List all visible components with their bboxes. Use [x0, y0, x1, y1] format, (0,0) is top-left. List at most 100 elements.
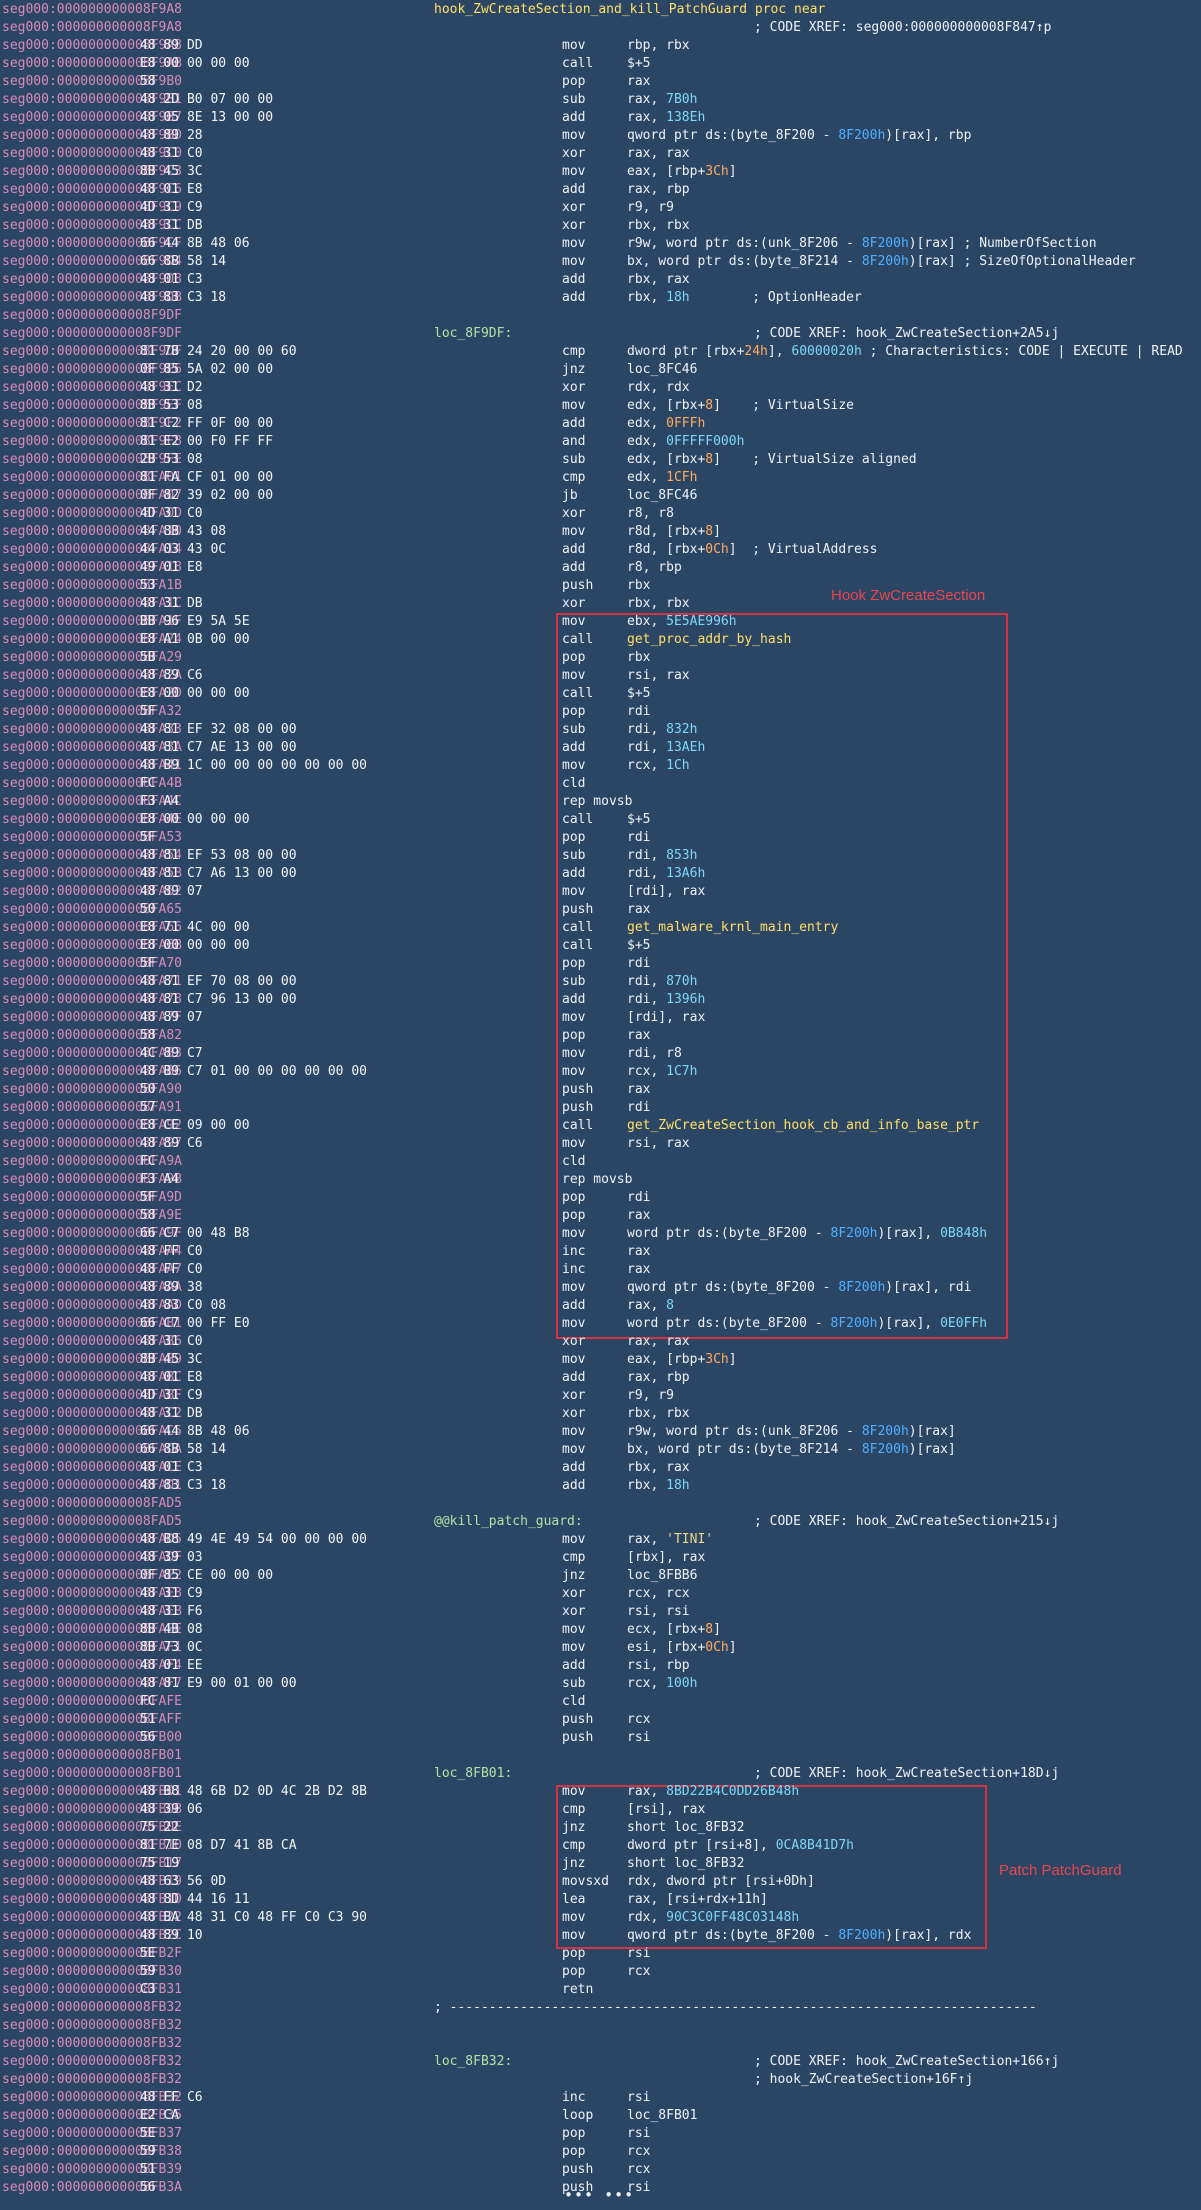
- operands[interactable]: rdi, 13AEh: [627, 740, 706, 755]
- operands[interactable]: rdi, 1396h: [627, 992, 706, 1007]
- address[interactable]: seg000:000000000008FAC2: [2, 1406, 183, 1421]
- operands[interactable]: rbx, 18h: [627, 1478, 690, 1493]
- address[interactable]: seg000:000000000008FABC: [2, 1370, 183, 1385]
- address[interactable]: seg000:000000000008FB19: [2, 1874, 183, 1889]
- operands[interactable]: get_ZwCreateSection_hook_cb_and_info_bas…: [627, 1118, 980, 1133]
- address[interactable]: seg000:000000000008FB1D: [2, 1892, 183, 1907]
- operands[interactable]: rdi: [627, 704, 651, 719]
- operands[interactable]: short loc_8FB32: [627, 1820, 745, 1835]
- operands[interactable]: word ptr ds:(byte_8F200 - 8F200h)[rax], …: [627, 1226, 988, 1241]
- address[interactable]: seg000:000000000008F9DF: [2, 308, 183, 323]
- address[interactable]: seg000:000000000008FB32: [2, 2090, 183, 2105]
- operands[interactable]: rsi: [627, 2126, 651, 2141]
- code-line[interactable]: seg000:000000000008FAD5@@kill_patch_guar…: [0, 1513, 1201, 1531]
- operands[interactable]: rbx, rax: [627, 272, 690, 287]
- address[interactable]: seg000:000000000008FA9B: [2, 1172, 183, 1187]
- address[interactable]: seg000:000000000008FB17: [2, 1856, 183, 1871]
- address[interactable]: seg000:000000000008FB31: [2, 1982, 183, 1997]
- operands[interactable]: rbx, rax: [627, 1460, 690, 1475]
- address[interactable]: seg000:000000000008F9B7: [2, 110, 183, 125]
- address[interactable]: seg000:000000000008F9C3: [2, 164, 183, 179]
- address[interactable]: seg000:000000000008FB32: [2, 2036, 183, 2051]
- operands[interactable]: esi, [rbx+0Ch]: [627, 1640, 737, 1655]
- operands[interactable]: get_malware_krnl_main_entry: [627, 920, 839, 935]
- operands[interactable]: rdi: [627, 830, 651, 845]
- operands[interactable]: rbx: [627, 578, 651, 593]
- operands[interactable]: rax, [rsi+rdx+11h]: [627, 1892, 768, 1907]
- operands[interactable]: [rsi], rax: [627, 1802, 706, 1817]
- address[interactable]: seg000:000000000008F9EF: [2, 398, 183, 413]
- address[interactable]: seg000:000000000008FA9D: [2, 1190, 183, 1205]
- address[interactable]: seg000:000000000008FA92: [2, 1118, 183, 1133]
- operands[interactable]: ecx, [rbx+8]: [627, 1622, 721, 1637]
- address[interactable]: seg000:000000000008FB35: [2, 2108, 183, 2123]
- address[interactable]: seg000:000000000008FB10: [2, 1838, 183, 1853]
- address[interactable]: seg000:000000000008FA83: [2, 1046, 183, 1061]
- operands[interactable]: r9, r9: [627, 200, 674, 215]
- address[interactable]: seg000:000000000008F9C6: [2, 182, 183, 197]
- operands[interactable]: loc_8FC46: [627, 362, 698, 377]
- address[interactable]: seg000:000000000008FB0B: [2, 1802, 183, 1817]
- operands[interactable]: rcx: [627, 2162, 651, 2177]
- operands[interactable]: rcx: [627, 2144, 651, 2159]
- address[interactable]: seg000:000000000008FAEB: [2, 1604, 183, 1619]
- code-label[interactable]: loc_8F9DF:: [434, 326, 513, 341]
- operands[interactable]: rdx, 90C3C0FF48C03148h: [627, 1910, 800, 1925]
- operands[interactable]: get_proc_addr_by_hash: [627, 632, 792, 647]
- operands[interactable]: rax, rax: [627, 146, 690, 161]
- operands[interactable]: rax, 8BD22B4C0DD26B48h: [627, 1784, 800, 1799]
- address[interactable]: seg000:000000000008FA18: [2, 560, 183, 575]
- address[interactable]: seg000:000000000008FAD5: [2, 1514, 183, 1529]
- address[interactable]: seg000:000000000008FA07: [2, 488, 183, 503]
- operands[interactable]: rcx, 1C7h: [627, 1064, 698, 1079]
- operands[interactable]: ebx, 5E5AE996h: [627, 614, 737, 629]
- operands[interactable]: eax, [rbp+3Ch]: [627, 164, 737, 179]
- address[interactable]: seg000:000000000008F9BD: [2, 128, 183, 143]
- operands[interactable]: [rdi], rax: [627, 1010, 706, 1025]
- operands[interactable]: rcx: [627, 1712, 651, 1727]
- address[interactable]: seg000:000000000008FA2A: [2, 668, 183, 683]
- operands[interactable]: rbx, rbx: [627, 596, 690, 611]
- address[interactable]: seg000:000000000008FB32: [2, 2072, 183, 2087]
- address[interactable]: seg000:000000000008FB22: [2, 1910, 183, 1925]
- address[interactable]: seg000:000000000008F9DF: [2, 344, 183, 359]
- address[interactable]: seg000:000000000008F9A8: [2, 2, 183, 17]
- operands[interactable]: loc_8FB01: [627, 2108, 698, 2123]
- address[interactable]: seg000:000000000008FAE2: [2, 1568, 183, 1583]
- address[interactable]: seg000:000000000008FA24: [2, 632, 183, 647]
- address[interactable]: seg000:000000000008F9CC: [2, 218, 183, 233]
- operands[interactable]: rdi, 870h: [627, 974, 698, 989]
- address[interactable]: seg000:000000000008FA01: [2, 470, 183, 485]
- address[interactable]: seg000:000000000008FAF4: [2, 1658, 183, 1673]
- operands[interactable]: rax: [627, 902, 651, 917]
- address[interactable]: seg000:000000000008FAF7: [2, 1676, 183, 1691]
